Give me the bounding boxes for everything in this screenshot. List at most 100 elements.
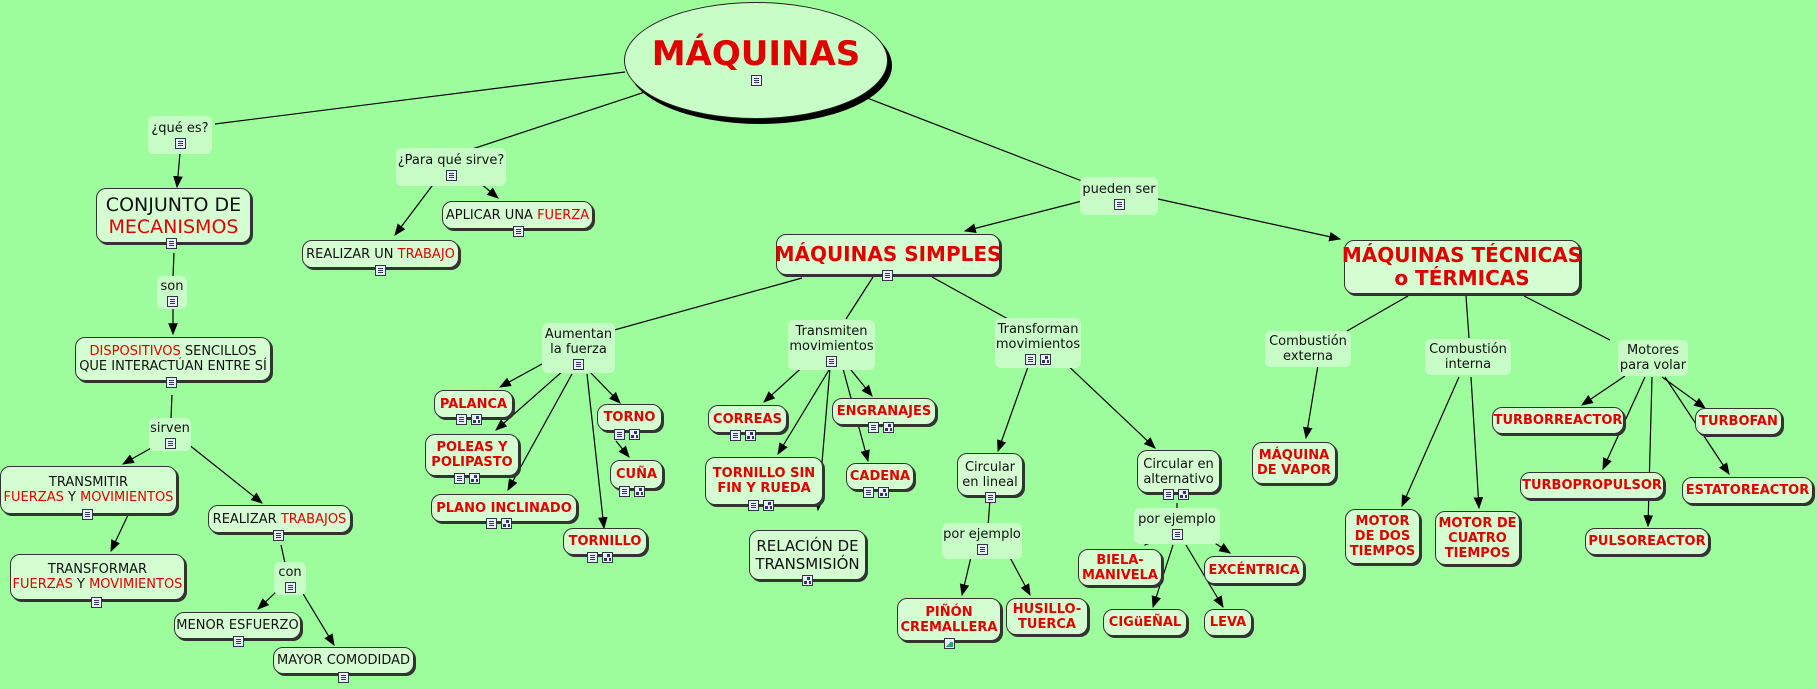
- document-icon[interactable]: [166, 238, 177, 249]
- document-icon[interactable]: [456, 414, 467, 425]
- node-transformar[interactable]: TRANSFORMAR FUERZAS Y MOVIMIENTOS: [10, 554, 185, 600]
- document-icon[interactable]: [1113, 199, 1125, 210]
- document-icon[interactable]: [863, 487, 874, 498]
- document-icon[interactable]: [730, 430, 741, 441]
- document-icon[interactable]: [619, 486, 630, 497]
- root-node-maquinas[interactable]: MÁQUINAS: [624, 2, 888, 119]
- node-cadena[interactable]: CADENA: [846, 463, 914, 490]
- node-tornillo-sin-fin[interactable]: TORNILLO SIN FIN Y RUEDA: [705, 457, 823, 505]
- document-icon[interactable]: [1171, 529, 1183, 540]
- node-pinon-cremallera[interactable]: PIÑÓN CREMALLERA: [897, 598, 1001, 641]
- node-turborreactor[interactable]: TURBORREACTOR: [1492, 407, 1624, 434]
- node-husillo-tuerca[interactable]: HUSILLO- TUERCA: [1006, 598, 1088, 635]
- node-maquina-de-vapor[interactable]: MÁQUINA DE VAPOR: [1252, 442, 1336, 484]
- node-correas[interactable]: CORREAS: [708, 405, 787, 433]
- node-pulsoreactor[interactable]: PULSOREACTOR: [1585, 528, 1709, 555]
- node-biela-manivela[interactable]: BIELA- MANIVELA: [1078, 549, 1162, 586]
- node-excentrica[interactable]: EXCÉNTRICA: [1204, 556, 1304, 584]
- document-icon[interactable]: [750, 75, 762, 86]
- node-realizar-trabajos[interactable]: REALIZAR TRABAJOS: [208, 505, 351, 533]
- document-icon[interactable]: [273, 530, 284, 541]
- concept-map-icon[interactable]: [745, 430, 756, 441]
- node-mayor-comodidad[interactable]: MAYOR COMODIDAD: [273, 647, 414, 674]
- document-icon[interactable]: [1163, 489, 1174, 500]
- link-label: Combustión: [1429, 342, 1507, 357]
- node-label: TUERCA: [1018, 616, 1076, 632]
- node-engranajes[interactable]: ENGRANAJES: [832, 398, 936, 425]
- document-icon[interactable]: [166, 377, 177, 388]
- document-icon[interactable]: [375, 265, 386, 276]
- document-icon[interactable]: [1025, 353, 1036, 365]
- concept-map-icon[interactable]: [501, 518, 512, 529]
- node-motor-de-dos-tiempos[interactable]: MOTOR DE DOS TIEMPOS: [1345, 509, 1420, 564]
- concept-map-icon[interactable]: [471, 414, 482, 425]
- node-conjunto-de-mecanismos[interactable]: CONJUNTO DE MECANISMOS: [96, 188, 251, 243]
- concept-map-icon[interactable]: [802, 575, 813, 586]
- document-icon[interactable]: [174, 138, 186, 149]
- concept-map-icon[interactable]: [878, 487, 889, 498]
- document-icon[interactable]: [82, 509, 93, 520]
- node-icons: [866, 420, 896, 433]
- document-icon[interactable]: [985, 492, 996, 503]
- document-icon[interactable]: [284, 581, 296, 593]
- concept-map-icon[interactable]: [763, 500, 774, 511]
- link-label: con: [278, 564, 302, 580]
- node-realizar-un-trabajo[interactable]: REALIZAR UN TRABAJO: [302, 240, 459, 268]
- document-icon[interactable]: [614, 429, 625, 440]
- node-icons: [511, 224, 526, 237]
- document-icon[interactable]: [338, 672, 349, 683]
- node-maquinas-tecnicas[interactable]: MÁQUINAS TÉCNICAS o TÉRMICAS: [1342, 240, 1582, 294]
- node-icons: [728, 428, 758, 441]
- node-icons: [800, 573, 815, 586]
- document-icon[interactable]: [164, 437, 176, 449]
- concept-map-icon[interactable]: [883, 422, 894, 433]
- document-icon[interactable]: [882, 270, 893, 281]
- concept-map-icon[interactable]: [634, 486, 645, 497]
- document-icon[interactable]: [587, 552, 598, 563]
- node-turbofan[interactable]: TURBOFAN: [1695, 408, 1782, 435]
- link-motores-para-volar: Motores para volar: [1618, 340, 1688, 376]
- node-ciguenal[interactable]: CIGüEÑAL: [1103, 609, 1187, 636]
- document-icon[interactable]: [976, 544, 988, 555]
- node-icons: [612, 427, 642, 440]
- node-turbopropulsor[interactable]: TURBOPROPULSOR: [1520, 472, 1664, 499]
- document-icon[interactable]: [513, 226, 524, 237]
- link-label: sirven: [150, 420, 190, 436]
- link-label: Transforman: [997, 321, 1079, 337]
- document-icon[interactable]: [166, 295, 178, 307]
- node-label: CADENA: [849, 469, 911, 484]
- document-icon[interactable]: [826, 355, 837, 367]
- image-icon[interactable]: [944, 638, 955, 649]
- document-icon[interactable]: [486, 518, 497, 529]
- node-cuna[interactable]: CUÑA: [610, 460, 663, 489]
- node-leva[interactable]: LEVA: [1204, 609, 1252, 636]
- concept-map-icon[interactable]: [469, 473, 480, 484]
- node-poleas-y-polipasto[interactable]: POLEAS Y POLIPASTO: [425, 434, 519, 476]
- concept-map-icon[interactable]: [602, 552, 613, 563]
- concept-map-icon[interactable]: [629, 429, 640, 440]
- document-icon[interactable]: [748, 500, 759, 511]
- document-icon[interactable]: [91, 597, 102, 608]
- node-label: DE DOS: [1354, 529, 1411, 544]
- document-icon[interactable]: [868, 422, 879, 433]
- node-tornillo[interactable]: TORNILLO: [563, 528, 647, 555]
- node-torno[interactable]: TORNO: [597, 404, 662, 431]
- node-circular-en-alternativo[interactable]: Circular en alternativo: [1137, 450, 1220, 493]
- document-icon[interactable]: [454, 473, 465, 484]
- node-transmitir[interactable]: TRANSMITIR FUERZAS Y MOVIMIENTOS: [0, 466, 177, 514]
- node-label: PLANO INCLINADO: [436, 500, 572, 516]
- node-estatorreactor[interactable]: ESTATOREACTOR: [1682, 477, 1813, 504]
- node-maquinas-simples[interactable]: MÁQUINAS SIMPLES: [775, 234, 1001, 275]
- concept-map-icon[interactable]: [1178, 489, 1189, 500]
- node-relacion-de-transmision[interactable]: RELACIÓN DE TRANSMISIÓN: [749, 530, 866, 580]
- document-icon[interactable]: [233, 636, 244, 647]
- node-icons: [271, 528, 286, 541]
- concept-map-icon[interactable]: [1040, 353, 1051, 365]
- node-icons: [164, 375, 179, 388]
- node-motor-de-cuatro-tiempos[interactable]: MOTOR DE CUATRO TIEMPOS: [1435, 511, 1520, 565]
- link-con: con: [274, 562, 306, 595]
- node-dispositivos-sencillos[interactable]: DISPOSITIVOS SENCILLOS QUE INTERACTÚAN E…: [75, 337, 271, 381]
- document-icon[interactable]: [445, 170, 457, 181]
- document-icon[interactable]: [573, 358, 584, 370]
